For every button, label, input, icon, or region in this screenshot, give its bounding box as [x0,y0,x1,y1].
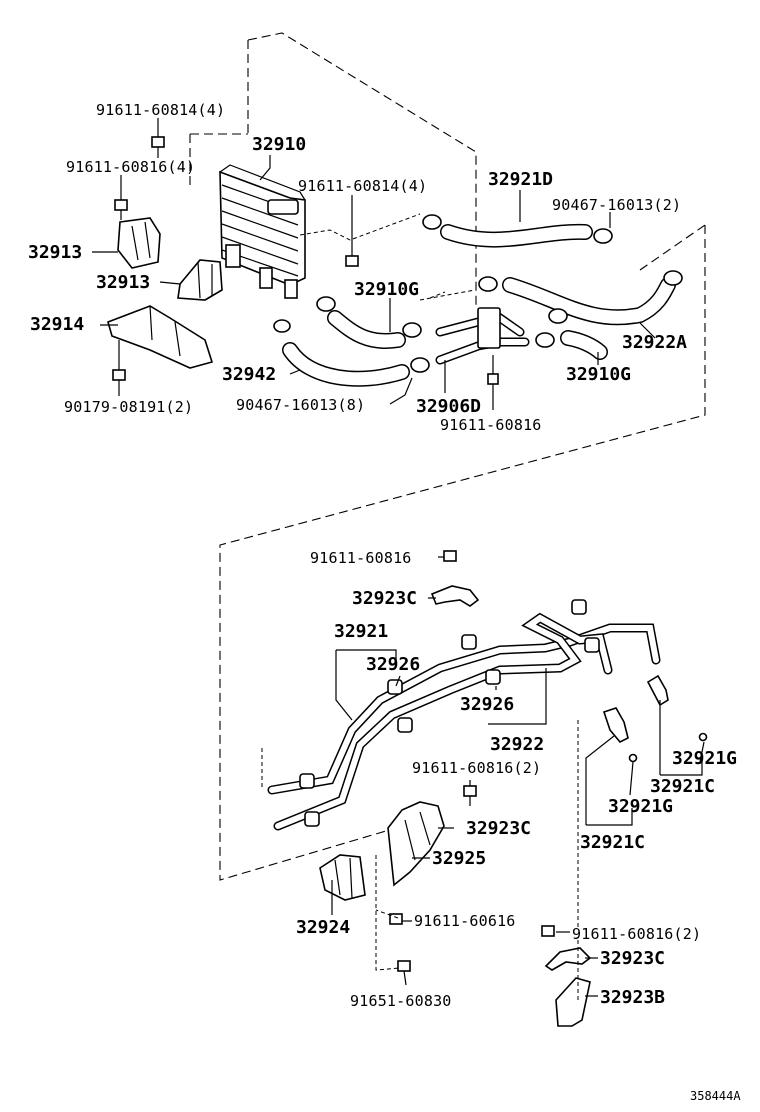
label-91611-60616: 91611-60616 [414,912,516,930]
cushion-icon [299,599,600,827]
bolt-icon [463,785,477,806]
oring-icon [628,753,638,763]
bolt-icon [114,190,128,220]
hose-32910G-lower [560,330,608,360]
bolt-icon [389,913,403,925]
leader-lines-lower [331,556,705,997]
label-32924: 32924 [296,917,350,938]
lower-assembly [261,550,708,1027]
label-32921C-right: 32921C [650,776,715,797]
label-32921G-left: 32921G [608,796,673,817]
bolt-icon [151,136,165,158]
label-90467-16013-bottom: 90467-16013(8) [236,396,365,414]
clamp-32923C-top [430,585,480,607]
label-32923C-bottom: 32923C [600,948,665,969]
label-32921G-right: 32921G [672,748,737,769]
label-32926-left: 32926 [366,654,420,675]
labels: 91611-60814(4) 91611-60816(4) 32910 9161… [28,101,741,1103]
label-90179-08191: 90179-08191(2) [64,398,193,416]
oil-cooler-32910 [219,164,306,299]
bracket-32913-upper [117,217,161,269]
bracket-32914 [107,305,214,369]
bolt-icon [487,355,499,410]
label-32922: 32922 [490,734,544,755]
label-32925: 32925 [432,848,486,869]
bracket-32923B [555,977,591,1027]
hose-32942 [282,342,410,387]
label-32923B: 32923B [600,987,665,1008]
upper-assembly [107,32,706,881]
label-32914: 32914 [30,314,84,335]
label-91611-60814-mid: 91611-60814(4) [298,177,427,195]
bolt-icon [345,200,359,267]
label-32910G-upper: 32910G [354,279,419,300]
bracket-32925 [387,801,445,887]
label-32923C-top: 32923C [352,588,417,609]
label-91611-60816-left: 91611-60816(4) [66,158,195,176]
bolt-icon [541,925,555,937]
bolt-icon [397,960,411,972]
pipe-32906D [435,307,530,365]
label-32926-right: 32926 [460,694,514,715]
label-32942: 32942 [222,364,276,385]
label-91611-60816-lower-top: 91611-60816 [310,549,412,567]
hose-32921D [440,223,593,248]
bolt-icon [443,550,457,562]
label-32913-lower: 32913 [96,272,150,293]
label-91611-60816-upper: 91611-60816 [440,416,542,434]
bracket-32913-lower [177,259,223,301]
bolt-icon [112,340,126,381]
label-32910: 32910 [252,134,306,155]
label-90467-16013-right: 90467-16013(2) [552,196,681,214]
clamp-32923C-bottom [544,947,592,971]
label-32921: 32921 [334,621,388,642]
label-91611-60814-top: 91611-60814(4) [96,101,225,119]
label-32910G-lower: 32910G [566,364,631,385]
label-91611-60816-bottom: 91611-60816(2) [572,925,701,943]
fitting-32921C-left [602,707,629,743]
label-91611-60816-mid: 91611-60816(2) [412,759,541,777]
hose-32922A [502,277,676,326]
label-32921C-left: 32921C [580,832,645,853]
label-91651-60830: 91651-60830 [350,992,452,1010]
pipe-32921 [267,623,661,795]
label-32913-upper: 32913 [28,242,82,263]
figure-id: 358444A [690,1089,741,1103]
hose-32910G-upper [327,310,406,349]
clamp-icon [273,214,683,373]
label-32922A: 32922A [622,332,687,353]
reference-line-right [639,224,706,271]
label-32921D: 32921D [488,169,553,190]
leader-lines-upper [92,118,656,405]
fitting-32921C-right [646,674,669,707]
pipe-32922 [273,612,613,831]
oring-icon [698,732,708,742]
bracket-32924 [319,854,366,901]
label-32906D: 32906D [416,396,481,417]
label-32923C-mid: 32923C [466,818,531,839]
reference-outline-upper [189,32,706,881]
